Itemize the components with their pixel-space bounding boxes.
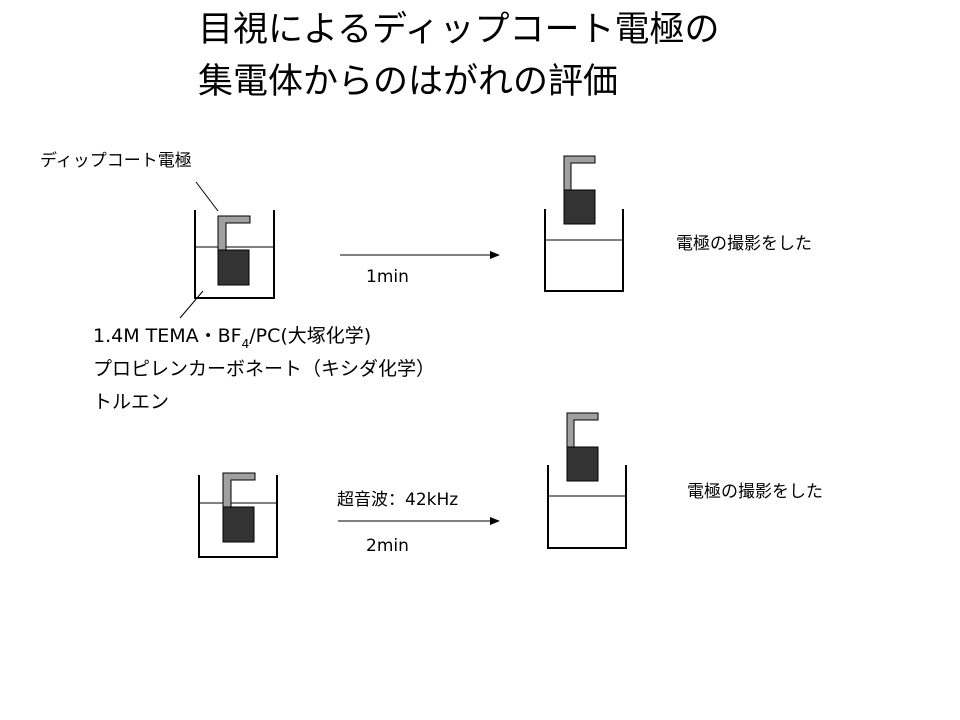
- solution-line1: 1.4M TEMA・BF4/PC(大塚化学): [93, 325, 372, 351]
- holder-1: [217, 215, 251, 251]
- solution-line1-post: /PC(大塚化学): [249, 325, 372, 347]
- electrode-2: [563, 189, 596, 225]
- electrode-label: ディップコート電極: [40, 151, 192, 171]
- beaker-1: [194, 210, 275, 299]
- result2-label: 電極の撮影をした: [687, 482, 823, 502]
- slide-title-line2: 集電体からのはがれの評価: [198, 62, 619, 102]
- arrow-2: [338, 517, 500, 525]
- result1-label: 電極の撮影をした: [676, 234, 812, 254]
- solution-callout-line: [179, 290, 204, 319]
- holder-2: [563, 155, 596, 191]
- step2-time-label: 2min: [366, 536, 409, 556]
- beaker-4: [547, 412, 627, 549]
- solution-line2: プロピレンカーボネート（キシダ化学）: [93, 358, 436, 380]
- holder-3: [222, 472, 256, 508]
- step1-time-label: 1min: [366, 267, 409, 287]
- electrode-4: [566, 446, 599, 482]
- electrode-callout-line: [195, 181, 219, 212]
- beaker-3: [198, 472, 278, 558]
- step2-method-label: 超音波：42kHz: [337, 490, 459, 510]
- arrow-1: [340, 251, 500, 259]
- electrode-3: [222, 506, 255, 543]
- solution-line1-subscript: 4: [241, 337, 250, 351]
- slide-title-line1: 目視によるディップコート電極の: [198, 10, 720, 50]
- holder-4: [566, 412, 599, 448]
- beaker-2: [544, 155, 624, 292]
- solution-line3: トルエン: [93, 391, 170, 413]
- solution-line1-pre: 1.4M TEMA・BF: [93, 325, 242, 347]
- electrode-1: [217, 249, 250, 286]
